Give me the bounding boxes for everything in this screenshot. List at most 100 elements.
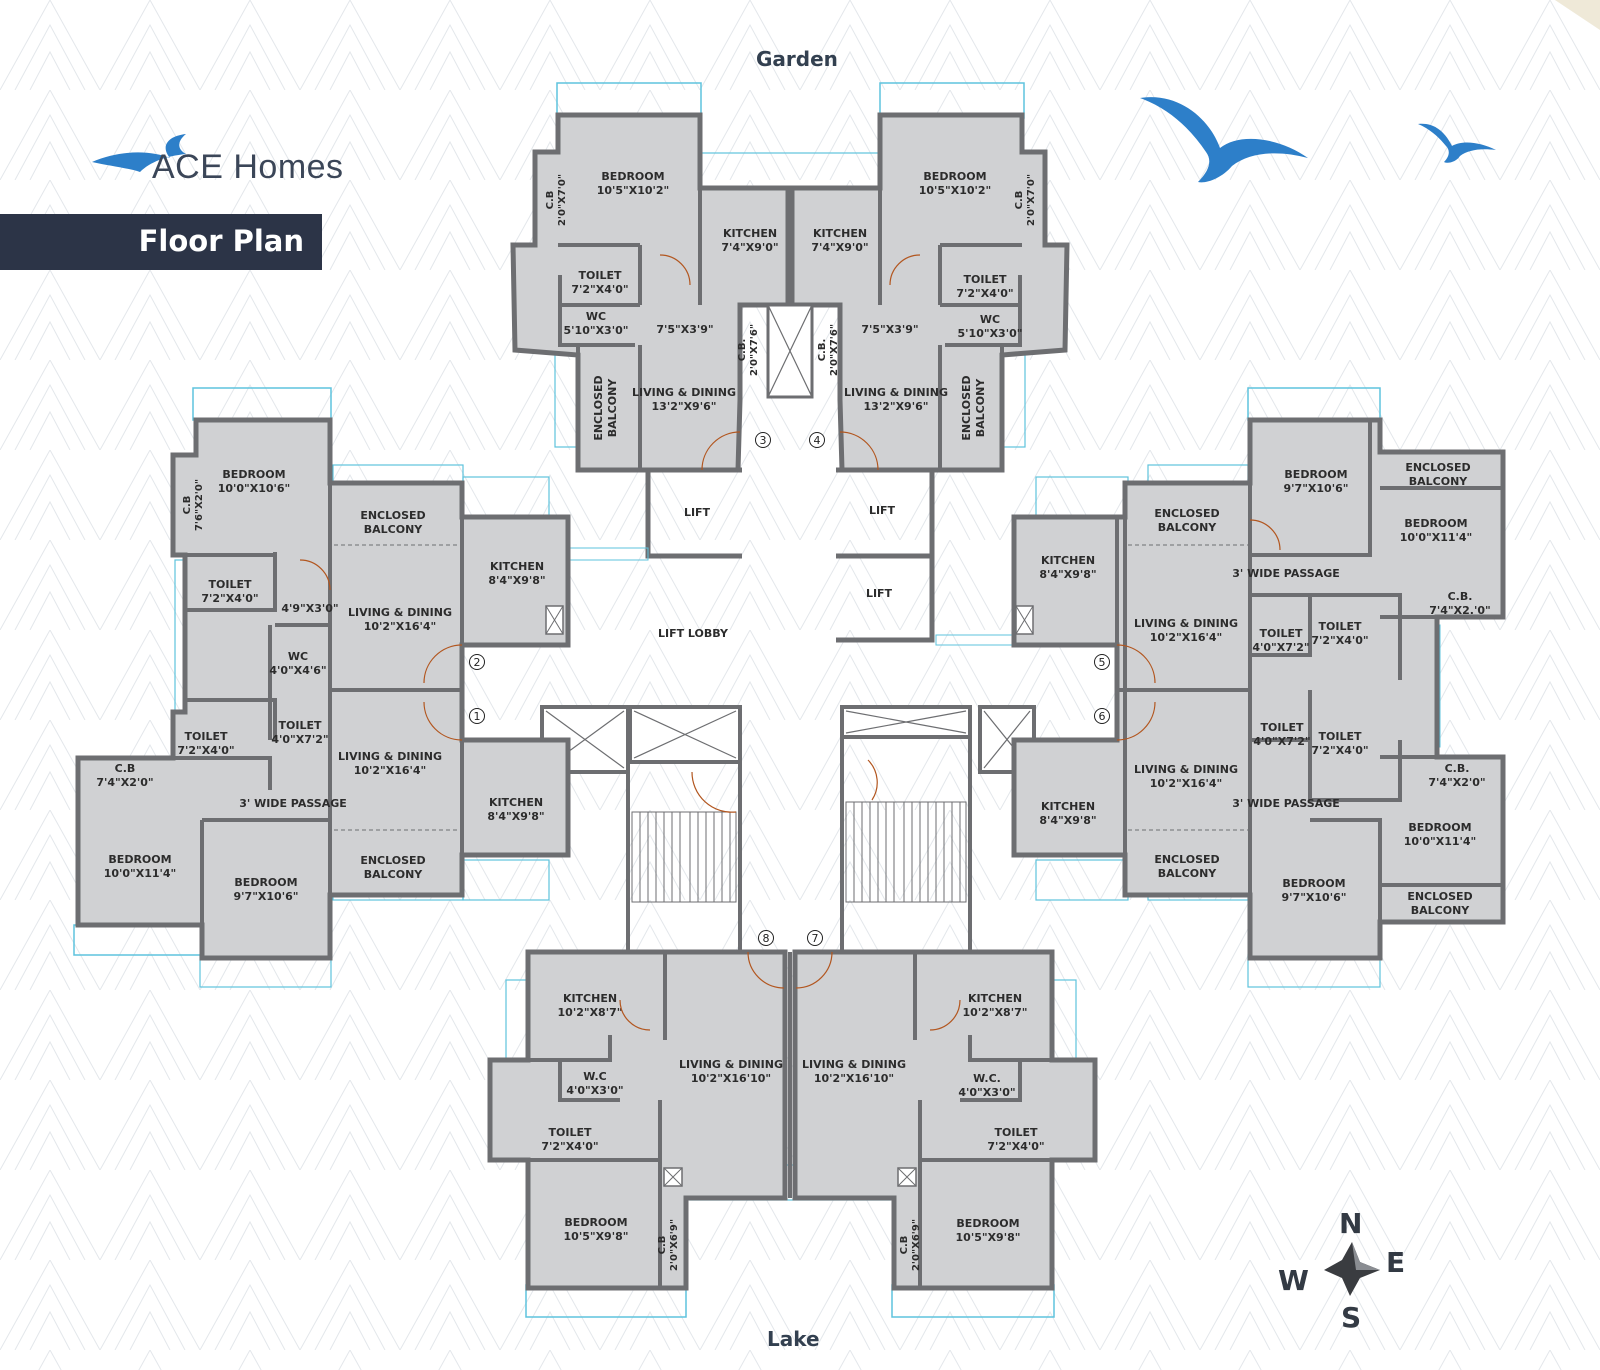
- h-living: LIVING & DINING: [802, 1058, 906, 1071]
- e-bedroom-size: 9'7"X10'6": [1284, 482, 1349, 495]
- g-toilet-size: 7'2"X4'0": [541, 1140, 598, 1153]
- e-toilet-2-size: 7'2"X4'0": [1311, 634, 1368, 647]
- floor-plan-banner: Floor Plan: [0, 214, 322, 270]
- d-bedroom-1: BEDROOM: [108, 853, 171, 866]
- flat-1: 1: [474, 710, 481, 723]
- corner-accent: [1555, 0, 1600, 30]
- c-kitchen: KITCHEN: [490, 560, 544, 573]
- b-wc: WC: [980, 313, 1000, 326]
- flat-6: 6: [1099, 710, 1106, 723]
- c-living: LIVING & DINING: [348, 606, 452, 619]
- a-kitchen: KITCHEN: [723, 227, 777, 240]
- d-balcony: ENCLOSED: [360, 854, 425, 867]
- a-wc-size: 5'10"X3'0": [564, 324, 629, 337]
- e-cb-size: 7'4"X2.'0": [1429, 604, 1490, 617]
- b-toilet-size: 7'2"X4'0": [956, 287, 1013, 300]
- a-cb2-size: 2'0"X7'6": [749, 324, 760, 376]
- e-balcony-1: ENCLOSED: [1405, 461, 1470, 474]
- h-kitchen-size: 10'2"X8'7": [963, 1006, 1028, 1019]
- e-cb: C.B.: [1448, 590, 1473, 603]
- b-bedroom-size: 10'5"X10'2": [919, 184, 992, 197]
- f-bedroom-2-size: 9'7"X10'6": [1282, 891, 1347, 904]
- b-kitchen-size: 7'4"X9'0": [811, 241, 868, 254]
- b-cb: C.B: [1014, 191, 1025, 210]
- a-living: LIVING & DINING: [632, 386, 736, 399]
- a-kitchen-size: 7'4"X9'0": [721, 241, 778, 254]
- e-toilet-1: TOILET: [1260, 627, 1303, 640]
- b-balcony: ENCLOSED: [960, 375, 973, 440]
- h-bedroom-size: 10'5"X9'8": [956, 1231, 1021, 1244]
- c-balcony-2: BALCONY: [364, 523, 424, 536]
- e-kitchen: KITCHEN: [1041, 554, 1095, 567]
- h-toilet-size: 7'2"X4'0": [987, 1140, 1044, 1153]
- compass-e: E: [1386, 1246, 1405, 1279]
- b-bedroom: BEDROOM: [923, 170, 986, 183]
- f-bedroom-1: BEDROOM: [1408, 821, 1471, 834]
- bird-large-icon: [1140, 97, 1308, 183]
- a-cb: C.B: [545, 191, 556, 210]
- e-balcony-2: ENCLOSED: [1154, 507, 1219, 520]
- f-balcony-1b: BALCONY: [1158, 867, 1218, 880]
- flat-5: 5: [1099, 656, 1106, 669]
- flat-4: 4: [814, 434, 821, 447]
- a-living-size: 13'2"X9'6": [652, 400, 717, 413]
- compass-rose: N E W S: [1278, 1207, 1405, 1334]
- f-passage: 3' WIDE PASSAGE: [1232, 797, 1340, 810]
- a-balcony-2: BALCONY: [606, 378, 619, 438]
- d-toilet-1-size: 7'2"X4'0": [177, 744, 234, 757]
- c-balcony: ENCLOSED: [360, 509, 425, 522]
- brand-logo-icon: [92, 134, 186, 172]
- d-bedroom-2-size: 9'7"X10'6": [234, 890, 299, 903]
- f-balcony-2: ENCLOSED: [1407, 890, 1472, 903]
- unit-top: BEDROOM 10'5"X10'2" KITCHEN 7'4"X9'0" TO…: [510, 82, 1070, 473]
- a-toilet-size: 7'2"X4'0": [571, 283, 628, 296]
- f-living-size: 10'2"X16'4": [1150, 777, 1223, 790]
- f-kitchen: KITCHEN: [1041, 800, 1095, 813]
- g-cb-size: 2'0"X6'9": [669, 1219, 680, 1271]
- h-living-size: 10'2"X16'10": [814, 1072, 894, 1085]
- f-cb: C.B.: [1445, 762, 1470, 775]
- c-cb-size: 7'6"X2'0": [194, 479, 205, 531]
- c-kitchen-size: 8'4"X9'8": [488, 574, 545, 587]
- c-wc-size: 4'0"X4'6": [269, 664, 326, 677]
- d-kitchen: KITCHEN: [489, 796, 543, 809]
- d-passage: 3' WIDE PASSAGE: [239, 797, 347, 810]
- g-cb: C.B: [657, 1236, 668, 1255]
- g-bedroom: BEDROOM: [564, 1216, 627, 1229]
- d-toilet-2-size: 4'0"X7'2": [271, 733, 328, 746]
- e-bedroom-2: BEDROOM: [1404, 517, 1467, 530]
- b-living-size: 13'2"X9'6": [864, 400, 929, 413]
- a-balcony: ENCLOSED: [592, 375, 605, 440]
- g-bedroom-size: 10'5"X9'8": [564, 1230, 629, 1243]
- h-wc-size: 4'0"X3'0": [958, 1086, 1015, 1099]
- e-living: LIVING & DINING: [1134, 617, 1238, 630]
- d-cb-size: 7'4"X2'0": [96, 776, 153, 789]
- d-toilet-1: TOILET: [185, 730, 228, 743]
- brand-name: ACE Homes: [152, 148, 344, 186]
- e-balcony-2b: BALCONY: [1158, 521, 1218, 534]
- e-passage: 3' WIDE PASSAGE: [1232, 567, 1340, 580]
- f-living: LIVING & DINING: [1134, 763, 1238, 776]
- f-toilet-1-size: 4'0"X7'2": [1253, 735, 1310, 748]
- direction-garden: Garden: [756, 47, 838, 71]
- flat-3: 3: [760, 434, 767, 447]
- g-kitchen: KITCHEN: [563, 992, 617, 1005]
- d-toilet-2: TOILET: [279, 719, 322, 732]
- h-cb-size: 2'0"X6'9": [911, 1219, 922, 1271]
- b-cb2: C.B.: [817, 339, 828, 362]
- d-cb: C.B: [115, 762, 136, 775]
- lift-lobby: LIFT LOBBY: [658, 627, 729, 640]
- d-bedroom-2: BEDROOM: [234, 876, 297, 889]
- flat-markers: 1 2 3 4 5 6 7 8: [469, 432, 1110, 946]
- unit-left: BEDROOM 10'0"X10'6" C.B 7'6"X2'0" ENCLOS…: [73, 387, 649, 988]
- f-balcony-2b: BALCONY: [1411, 904, 1471, 917]
- flat-8: 8: [763, 932, 770, 945]
- g-toilet: TOILET: [549, 1126, 592, 1139]
- f-balcony-1: ENCLOSED: [1154, 853, 1219, 866]
- b-cb-size: 2'0"X7'0": [1026, 174, 1037, 226]
- f-bedroom-1-size: 10'0"X11'4": [1404, 835, 1477, 848]
- a-cb2: C.B.: [737, 339, 748, 362]
- e-toilet-2: TOILET: [1319, 620, 1362, 633]
- lift-3: LIFT: [866, 587, 893, 600]
